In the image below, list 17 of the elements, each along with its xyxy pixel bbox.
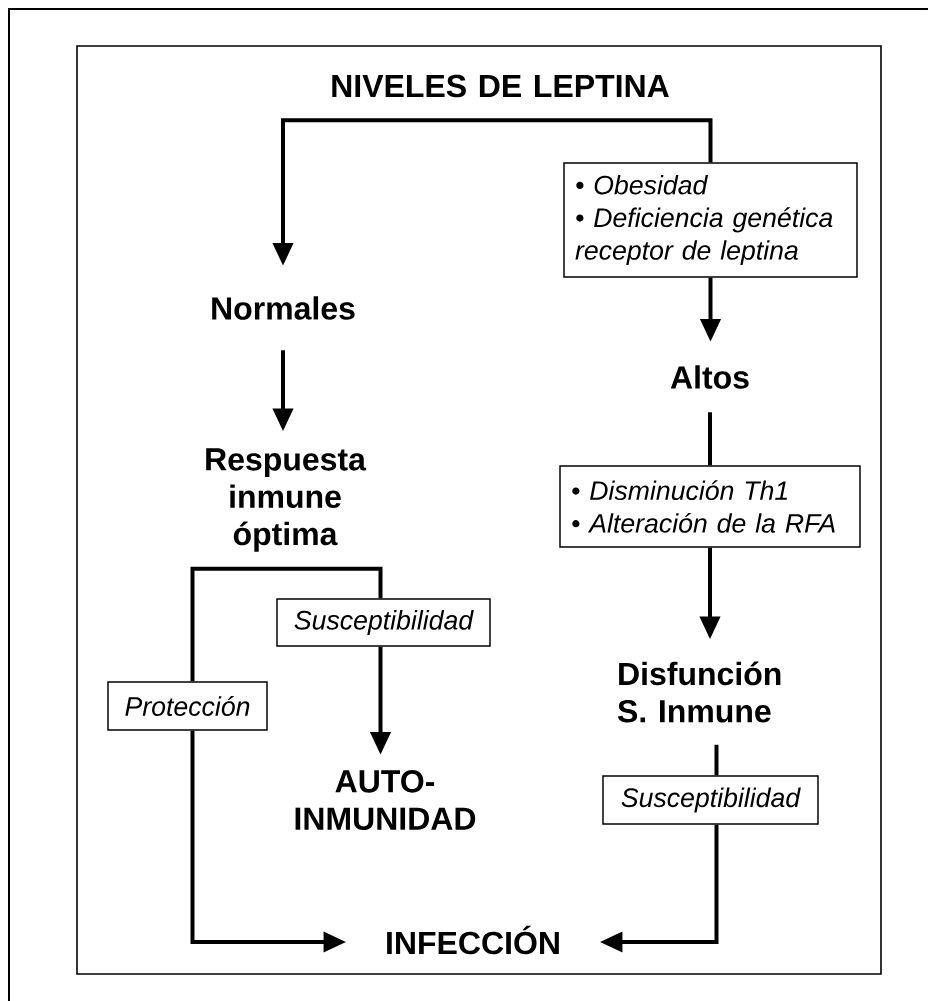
node-label: Normales [212, 296, 355, 320]
node-label: Altos [670, 365, 749, 389]
label-box: • Obesidad • Deficiencia genética receptor de leptina [563, 162, 858, 278]
connector-line [500, 118, 713, 163]
node-label: INFECCIÓN [387, 925, 559, 955]
heading-text: NIVELES DE LEPTINA [332, 74, 669, 98]
label-box: Susceptibilidad [276, 598, 491, 647]
connector-line [714, 744, 719, 776]
node-label: Respuesta inmune óptima [206, 448, 367, 552]
label-box: Susceptibilidad [602, 775, 819, 825]
label-box: • Disminución Th1 • Alteración de la RFA [559, 465, 861, 548]
connector-line [285, 566, 383, 599]
connector-line [190, 566, 285, 682]
node-label: Disfunción S. Inmune [617, 661, 781, 723]
label-box: Protección [107, 681, 268, 731]
connector-line [708, 412, 712, 466]
node-label: AUTO-INMUNIDAD [295, 770, 476, 830]
